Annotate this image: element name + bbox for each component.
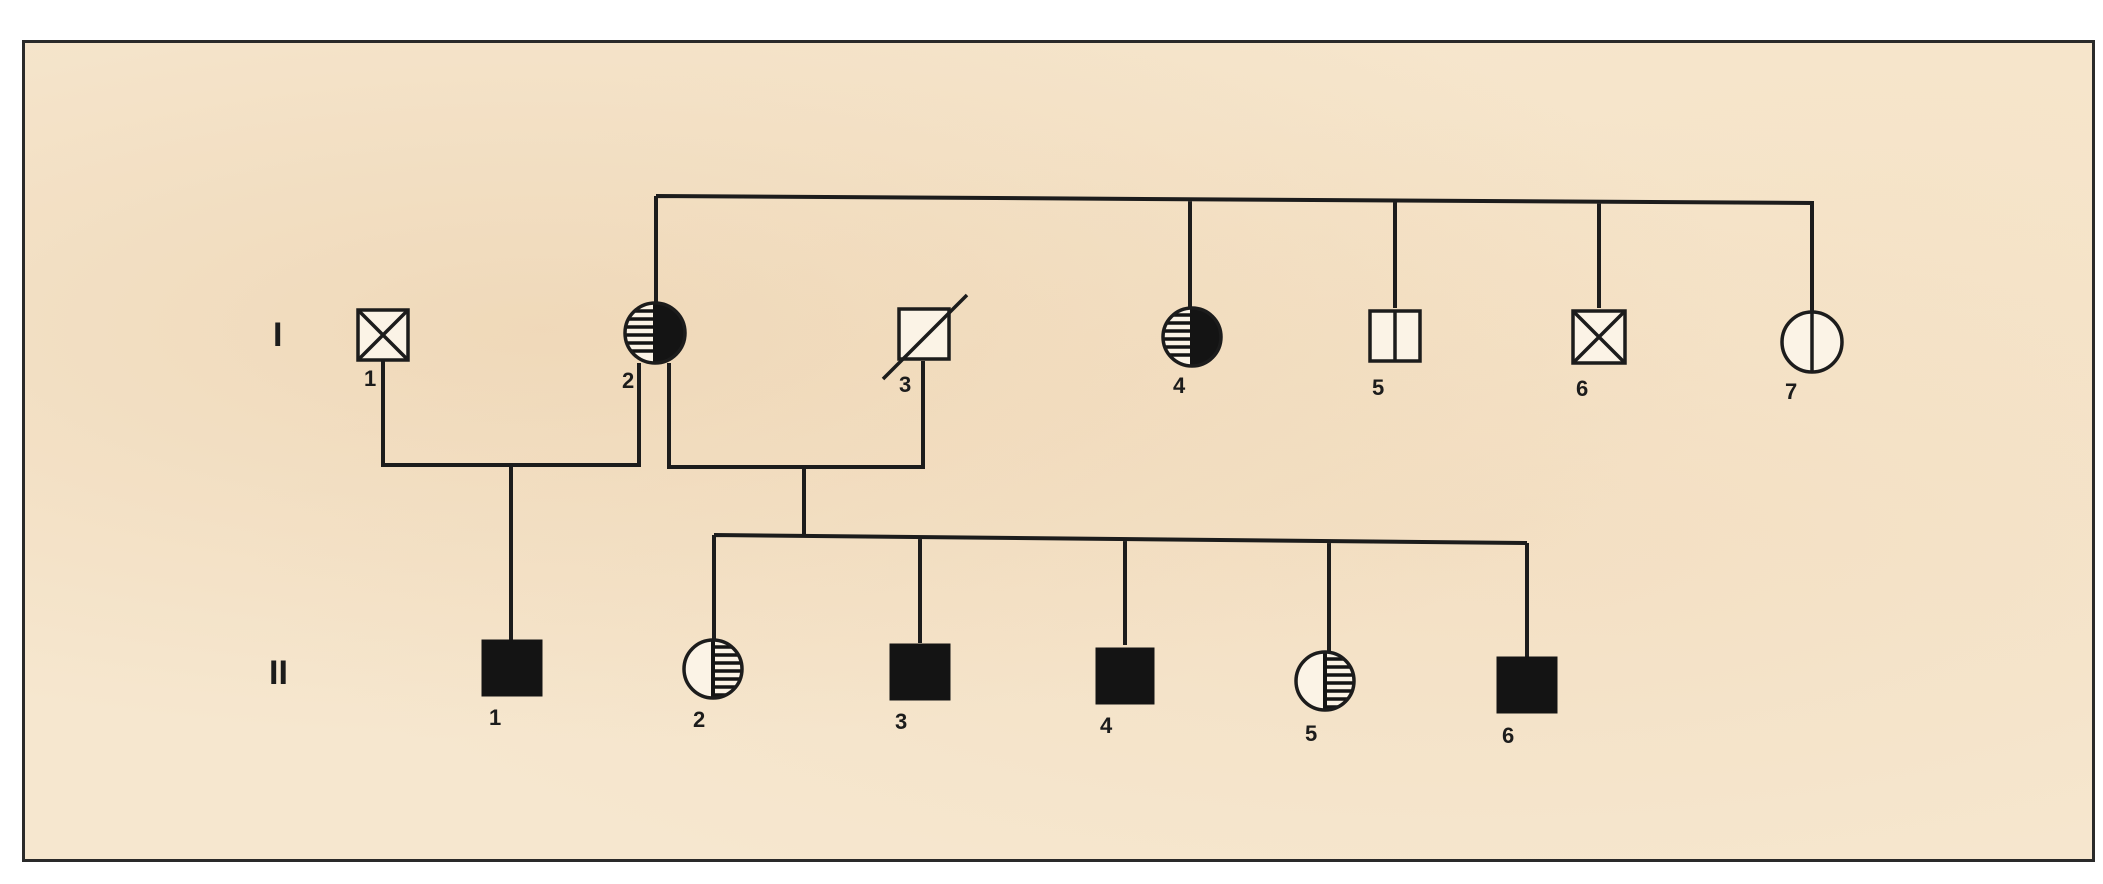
individual-I2: 2 <box>622 301 687 393</box>
affected-male-square-symbol <box>1496 656 1558 714</box>
individual-II5: 5 <box>1294 650 1356 746</box>
generation-label-II: II <box>269 654 288 692</box>
individual-number: 5 <box>1372 375 1384 400</box>
pedigree-lines <box>381 194 1815 658</box>
mating-line-I2-I3 <box>667 361 925 469</box>
individual-II6: 6 <box>1496 656 1558 748</box>
individual-number: 5 <box>1305 721 1317 746</box>
individual-I5: 5 <box>1368 309 1422 400</box>
individual-I4: 4 <box>1161 306 1223 398</box>
individual-II2: 2 <box>682 638 744 732</box>
horizontal-stripes-pattern <box>1323 652 1354 710</box>
cross-mark-icon <box>356 308 410 362</box>
mating-line-I1-I2 <box>381 361 641 467</box>
pedigree-diagram: I II 1 2 3 <box>269 194 1844 748</box>
individual-number: 4 <box>1100 713 1113 738</box>
sibship-line-generation-II <box>712 533 1529 658</box>
affected-male-square-symbol <box>1095 647 1155 705</box>
individual-I3: 3 <box>881 293 969 397</box>
individual-number: 7 <box>1785 379 1797 404</box>
pedigree-panel: I II 1 2 3 <box>22 40 2095 862</box>
individual-number: 4 <box>1173 373 1186 398</box>
individual-number: 1 <box>364 366 376 391</box>
sibship-line-generation-I <box>654 194 1815 321</box>
individual-I6: 6 <box>1571 309 1627 401</box>
cross-mark-icon <box>1571 309 1627 365</box>
individual-I7: 7 <box>1780 310 1844 404</box>
individual-number: 1 <box>489 705 501 730</box>
affected-male-square-symbol <box>481 639 543 697</box>
individual-II3: 3 <box>889 643 951 734</box>
generation-label-I: I <box>273 316 282 354</box>
individual-number: 3 <box>899 372 911 397</box>
male-square-symbol <box>897 307 951 361</box>
individual-number: 6 <box>1576 376 1588 401</box>
individual-number: 2 <box>693 707 705 732</box>
individual-II1: 1 <box>481 639 543 730</box>
individual-II4: 4 <box>1095 647 1155 738</box>
affected-male-square-symbol <box>889 643 951 701</box>
individual-number: 2 <box>622 368 634 393</box>
individual-I1: 1 <box>356 308 410 391</box>
individual-number: 6 <box>1502 723 1514 748</box>
horizontal-stripes-pattern <box>711 640 742 698</box>
deceased-slash-icon <box>881 293 969 381</box>
individual-number: 3 <box>895 709 907 734</box>
